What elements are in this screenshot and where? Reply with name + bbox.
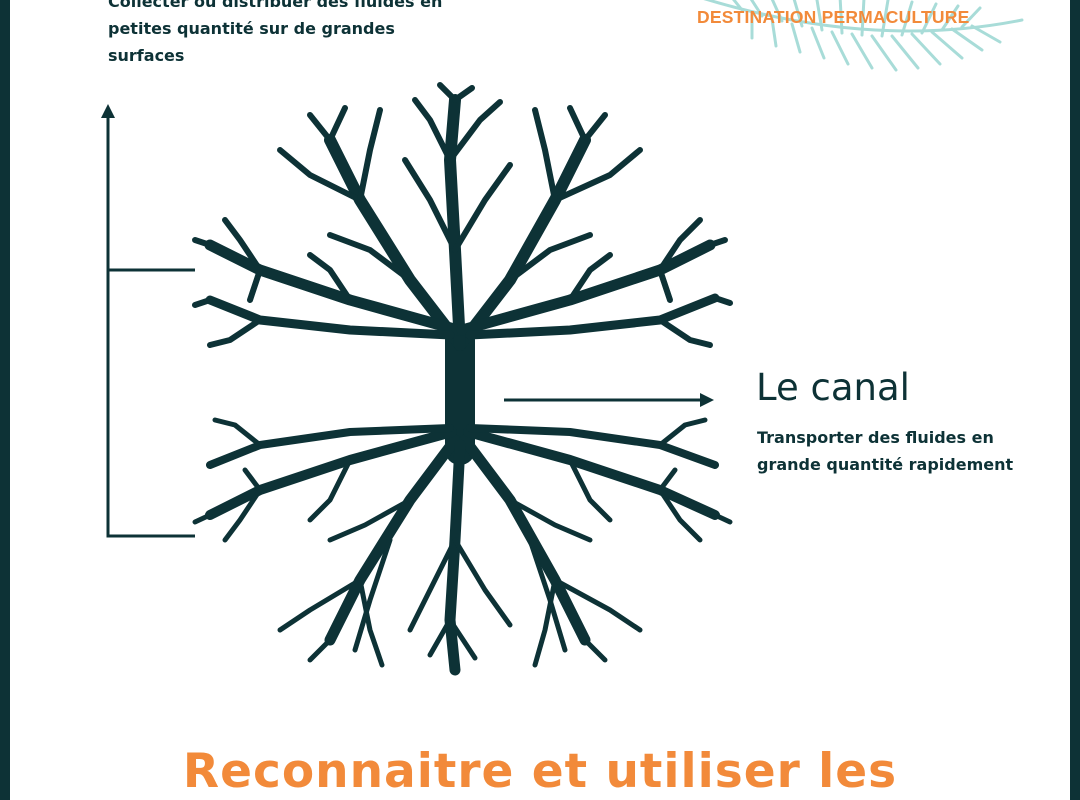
- palm-leaf-icon: [703, 0, 1024, 72]
- diagram-lines: [101, 82, 733, 676]
- branches-roots-description: Collecter ou distribuer des fluides en p…: [108, 0, 443, 65]
- canal-title: Le canal: [756, 366, 910, 409]
- infographic-page: Collecter ou distribuer des fluides en p…: [10, 0, 1070, 800]
- brand-name: DESTINATION PERMACULTURE: [697, 7, 970, 27]
- bottom-heading: Reconnaitre et utiliser les: [182, 744, 898, 799]
- right-arrow: [504, 393, 714, 407]
- upward-arrow-bracket: [101, 104, 195, 538]
- tree-with-roots-icon: [192, 82, 733, 676]
- canal-description: Transporter des fluides en grande quanti…: [757, 428, 1014, 474]
